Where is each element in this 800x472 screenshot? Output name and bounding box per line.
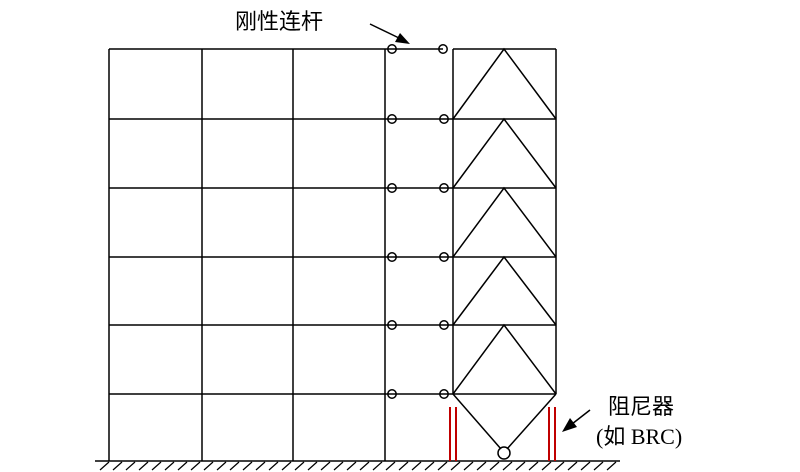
rigid-link-arrowhead bbox=[395, 33, 410, 44]
damper-label: 阻尼器 bbox=[608, 395, 674, 420]
rigid-link bbox=[385, 44, 448, 54]
ground-hatch-line bbox=[398, 461, 409, 471]
ground-hatch-line bbox=[229, 461, 240, 471]
rocking-base-leg bbox=[452, 393, 502, 450]
ground-hatch-line bbox=[359, 461, 370, 471]
pin-joint bbox=[387, 44, 397, 54]
ground-hatch bbox=[99, 461, 617, 471]
chevron-braces bbox=[452, 47, 557, 395]
rigid-link-arrow bbox=[369, 23, 400, 39]
ground-hatch-line bbox=[346, 461, 357, 471]
ground-hatch-line bbox=[242, 461, 253, 471]
rigid-link-annotation: 刚性连杆 bbox=[235, 10, 410, 44]
pin-joint bbox=[439, 183, 449, 193]
rigid-link bbox=[385, 389, 453, 399]
ground-hatch-line bbox=[125, 461, 136, 471]
damper-arrow bbox=[571, 409, 591, 425]
ground-hatch-line bbox=[268, 461, 279, 471]
damper-right bbox=[548, 407, 556, 461]
ground-hatch-line bbox=[190, 461, 201, 471]
dampers bbox=[449, 407, 556, 461]
rigid-link bbox=[385, 114, 453, 124]
damper-arrowhead bbox=[562, 418, 577, 432]
ground-hatch-line bbox=[567, 461, 578, 471]
rocking-base bbox=[452, 393, 557, 460]
ground-hatch-line bbox=[372, 461, 383, 471]
damper-left bbox=[449, 407, 457, 461]
ground-hatch-line bbox=[554, 461, 565, 471]
chevron-brace bbox=[452, 117, 557, 189]
ground-hatch-line bbox=[606, 461, 617, 471]
ground-hatch-line bbox=[281, 461, 292, 471]
chevron-brace bbox=[452, 323, 557, 395]
pin-joint bbox=[387, 389, 397, 399]
chevron-brace bbox=[452, 255, 557, 326]
chevron-brace bbox=[452, 47, 557, 120]
rocking-base-leg bbox=[506, 393, 557, 450]
rigid-links bbox=[385, 44, 453, 399]
rigid-link bbox=[385, 320, 453, 330]
pin-joint bbox=[438, 44, 448, 54]
rigid-link-label: 刚性连杆 bbox=[235, 10, 323, 35]
ground-hatch-line bbox=[320, 461, 331, 471]
ground-hatch-line bbox=[385, 461, 396, 471]
pin-joint bbox=[439, 320, 449, 330]
pin-joint bbox=[387, 252, 397, 262]
pin-joint bbox=[387, 114, 397, 124]
ground-hatch-line bbox=[307, 461, 318, 471]
ground bbox=[95, 460, 620, 471]
pin-joint bbox=[439, 252, 449, 262]
ground-hatch-line bbox=[151, 461, 162, 471]
frame-columns bbox=[108, 49, 386, 461]
ground-hatch-line bbox=[424, 461, 435, 471]
ground-hatch-line bbox=[294, 461, 305, 471]
ground-hatch-line bbox=[450, 461, 461, 471]
pin-joint bbox=[387, 183, 397, 193]
frame-beams bbox=[109, 48, 385, 395]
ground-hatch-line bbox=[177, 461, 188, 471]
damper-example-label: (如 BRC) bbox=[596, 424, 682, 449]
ground-hatch-line bbox=[580, 461, 591, 471]
ground-hatch-line bbox=[593, 461, 604, 471]
rigid-link bbox=[385, 183, 453, 193]
ground-hatch-line bbox=[489, 461, 500, 471]
ground-hatch-line bbox=[476, 461, 487, 471]
ground-hatch-line bbox=[99, 461, 110, 471]
ground-hatch-line bbox=[437, 461, 448, 471]
ground-hatch-line bbox=[541, 461, 552, 471]
ground-hatch-line bbox=[255, 461, 266, 471]
tower-beams bbox=[453, 48, 556, 395]
ground-hatch-line bbox=[112, 461, 123, 471]
ground-hatch-line bbox=[333, 461, 344, 471]
rocking-pin bbox=[497, 446, 511, 460]
ground-hatch-line bbox=[502, 461, 513, 471]
moment-frame bbox=[108, 48, 386, 461]
braced-tower bbox=[452, 47, 557, 460]
chevron-brace bbox=[452, 186, 557, 258]
ground-hatch-line bbox=[203, 461, 214, 471]
damper-annotation: 阻尼器 (如 BRC) bbox=[562, 395, 682, 449]
ground-hatch-line bbox=[463, 461, 474, 471]
ground-hatch-line bbox=[515, 461, 526, 471]
ground-hatch-line bbox=[164, 461, 175, 471]
pin-joint bbox=[439, 114, 449, 124]
ground-hatch-line bbox=[528, 461, 539, 471]
ground-hatch-line bbox=[411, 461, 422, 471]
tower-columns bbox=[452, 49, 557, 394]
ground-hatch-line bbox=[138, 461, 149, 471]
ground-hatch-line bbox=[216, 461, 227, 471]
rigid-link bbox=[385, 252, 453, 262]
pin-joint bbox=[439, 389, 449, 399]
pin-joint bbox=[387, 320, 397, 330]
